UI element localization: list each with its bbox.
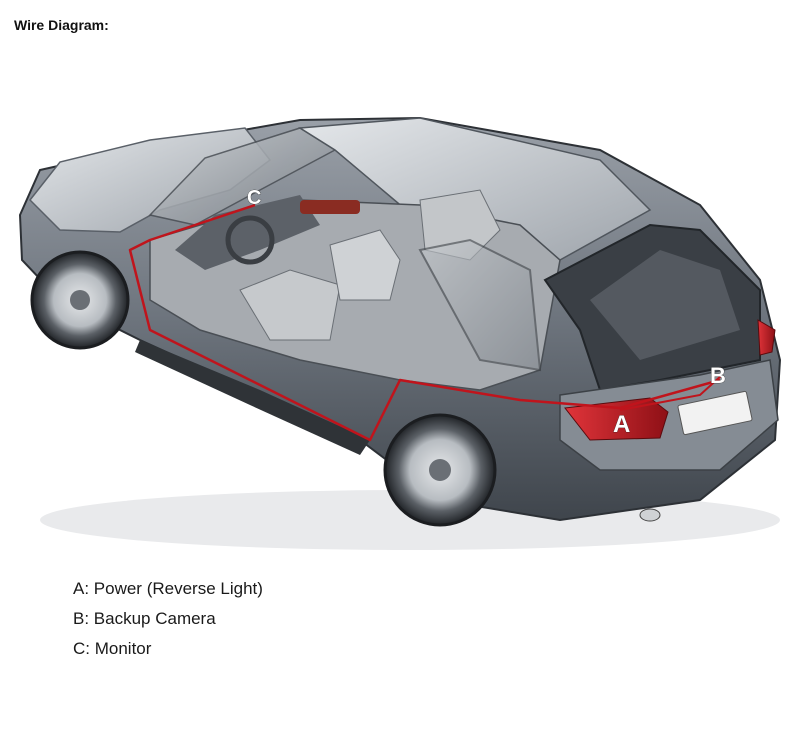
callout-b: B	[710, 363, 726, 388]
side-sill	[135, 340, 370, 455]
rear-glass-reflection	[590, 250, 740, 360]
legend-item-camera: B: Backup Camera	[73, 609, 216, 628]
front-seat-passenger	[329, 229, 401, 301]
taillight-right	[757, 319, 776, 356]
legend: A: Power (Reverse Light) B: Backup Camer…	[73, 574, 263, 664]
front-wheel	[30, 250, 130, 350]
front-seat-driver	[239, 269, 341, 341]
rear-seat	[419, 189, 501, 261]
license-plate	[677, 390, 753, 436]
dashboard	[175, 195, 320, 270]
wire-route	[128, 203, 721, 442]
car-wiring-illustration: A B C	[18, 116, 782, 550]
wire-branch-camera	[619, 374, 723, 411]
legend-item-power: A: Power (Reverse Light)	[73, 579, 263, 598]
diagram-heading: Wire Diagram:	[14, 17, 109, 33]
legend-item-monitor: C: Monitor	[73, 639, 152, 658]
rear-door-frame	[418, 238, 542, 372]
taillight-left	[564, 397, 669, 441]
steering-wheel	[225, 215, 275, 265]
tailgate	[559, 359, 779, 471]
exhaust-pipe	[639, 508, 661, 522]
wood-trim	[300, 200, 360, 214]
callout-c: C	[247, 187, 261, 209]
rear-wheel	[383, 413, 497, 527]
car-roof	[297, 117, 652, 261]
callout-a: A	[613, 411, 630, 438]
